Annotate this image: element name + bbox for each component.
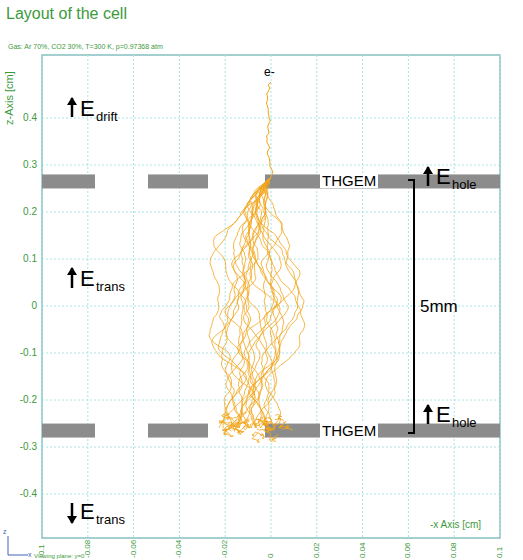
axis-title: -x Axis [cm] — [430, 520, 481, 530]
electron-track — [245, 178, 305, 428]
field-subscript: drift — [96, 110, 118, 123]
tick-label: 0.1 — [23, 254, 37, 264]
grid-line — [179, 55, 180, 538]
plot-title: Layout of the cell — [6, 6, 127, 22]
field-subscript: hole — [452, 178, 477, 191]
field-arrowhead — [67, 267, 77, 275]
tick-label: -0.2 — [20, 395, 37, 405]
plot-frame — [42, 55, 500, 538]
avalanche-track — [244, 425, 249, 430]
avalanche-track — [230, 413, 247, 419]
field-symbol: E — [80, 501, 95, 523]
electron-track — [225, 178, 270, 428]
tick-label: 0.02 — [313, 542, 321, 558]
tick-label: 0.2 — [23, 207, 37, 217]
thgem-label: THGEM — [320, 173, 378, 188]
tick-label: 0.04 — [359, 542, 367, 558]
viewing-plane: Viewing plane: y=0 — [34, 553, 84, 559]
tick-label: 0.4 — [23, 113, 37, 123]
field-symbol: E — [80, 98, 95, 120]
electron-track — [209, 178, 270, 428]
tick-label: 0.1 — [496, 547, 504, 558]
avalanche-track — [273, 418, 283, 425]
electron-track — [214, 178, 271, 428]
electron-track — [247, 178, 275, 428]
avalanche-track — [252, 432, 263, 436]
tick-label: -0.3 — [20, 442, 37, 452]
electron-track — [266, 82, 272, 178]
electron-track — [250, 178, 284, 428]
electron-track — [249, 178, 304, 428]
grid-line — [225, 55, 226, 538]
axis-glyph-label: x — [28, 551, 32, 558]
avalanche-track — [238, 420, 250, 424]
avalanche-track — [231, 425, 237, 430]
electron-track — [249, 178, 301, 428]
electron-track — [242, 178, 280, 428]
field-symbol: E — [436, 166, 451, 188]
field-arrowhead — [67, 516, 77, 524]
tick-label: 0 — [267, 554, 275, 558]
tick-label: -0.06 — [130, 540, 138, 558]
tick-label: 0.06 — [404, 542, 412, 558]
grid-line — [362, 55, 363, 538]
tick-label: 0.08 — [450, 542, 458, 558]
field-symbol: E — [80, 268, 95, 290]
dimension-bracket — [408, 180, 414, 433]
avalanche-track — [272, 435, 279, 442]
field-arrowhead — [67, 97, 77, 105]
avalanche-track — [219, 421, 227, 423]
avalanche-track — [263, 427, 276, 431]
gas-info: Gas: Ar 70%, CO2 30%, T=300 K, p=0.97368… — [8, 43, 163, 50]
tick-label: 0 — [31, 301, 37, 311]
field-symbol: E — [436, 404, 451, 426]
grid — [42, 55, 500, 538]
dimension-label: 5mm — [420, 298, 458, 315]
avalanche-track — [231, 421, 240, 430]
avalanche-track — [280, 421, 287, 427]
thgem-plate — [148, 424, 208, 438]
grid-line — [408, 55, 409, 538]
axis-glyph-label: z — [3, 528, 7, 535]
avalanche-track — [252, 433, 259, 443]
thgem-label: THGEM — [320, 423, 378, 438]
field-subscript: hole — [452, 416, 477, 429]
field-subscript: trans — [96, 280, 125, 293]
electron-tracks — [209, 82, 305, 443]
grid-line — [454, 55, 455, 538]
avalanche-track — [227, 419, 238, 428]
avalanche-track — [264, 421, 272, 425]
avalanche-track — [222, 414, 230, 420]
tick-label: -0.4 — [20, 489, 37, 499]
thgem-plate — [148, 174, 208, 188]
avalanche-track — [224, 431, 233, 437]
grid-line — [500, 55, 501, 538]
axis-title: z-Axis [cm] — [4, 71, 15, 125]
electron-label: e- — [264, 66, 275, 78]
axis-glyph — [8, 536, 28, 555]
electron-track — [237, 178, 281, 428]
field-subscript: trans — [96, 513, 125, 526]
tick-label: -0.04 — [175, 540, 183, 558]
tick-label: -0.1 — [20, 348, 37, 358]
grid-line — [271, 55, 272, 538]
thgem-plate — [42, 424, 95, 438]
avalanche-track — [265, 418, 272, 426]
field-arrowhead — [423, 166, 433, 174]
thgem-plate — [42, 174, 95, 188]
grid-line — [133, 55, 134, 538]
grid-line — [42, 55, 43, 538]
field-arrowhead — [423, 404, 433, 412]
tick-label: 0.3 — [23, 160, 37, 170]
electron-track — [218, 178, 270, 428]
grid-line — [316, 55, 317, 538]
grid-line — [87, 55, 88, 538]
electron-track — [212, 178, 271, 428]
tick-label: -0.08 — [84, 540, 92, 558]
tick-label: -0.02 — [221, 540, 229, 558]
grid-line — [42, 494, 500, 495]
